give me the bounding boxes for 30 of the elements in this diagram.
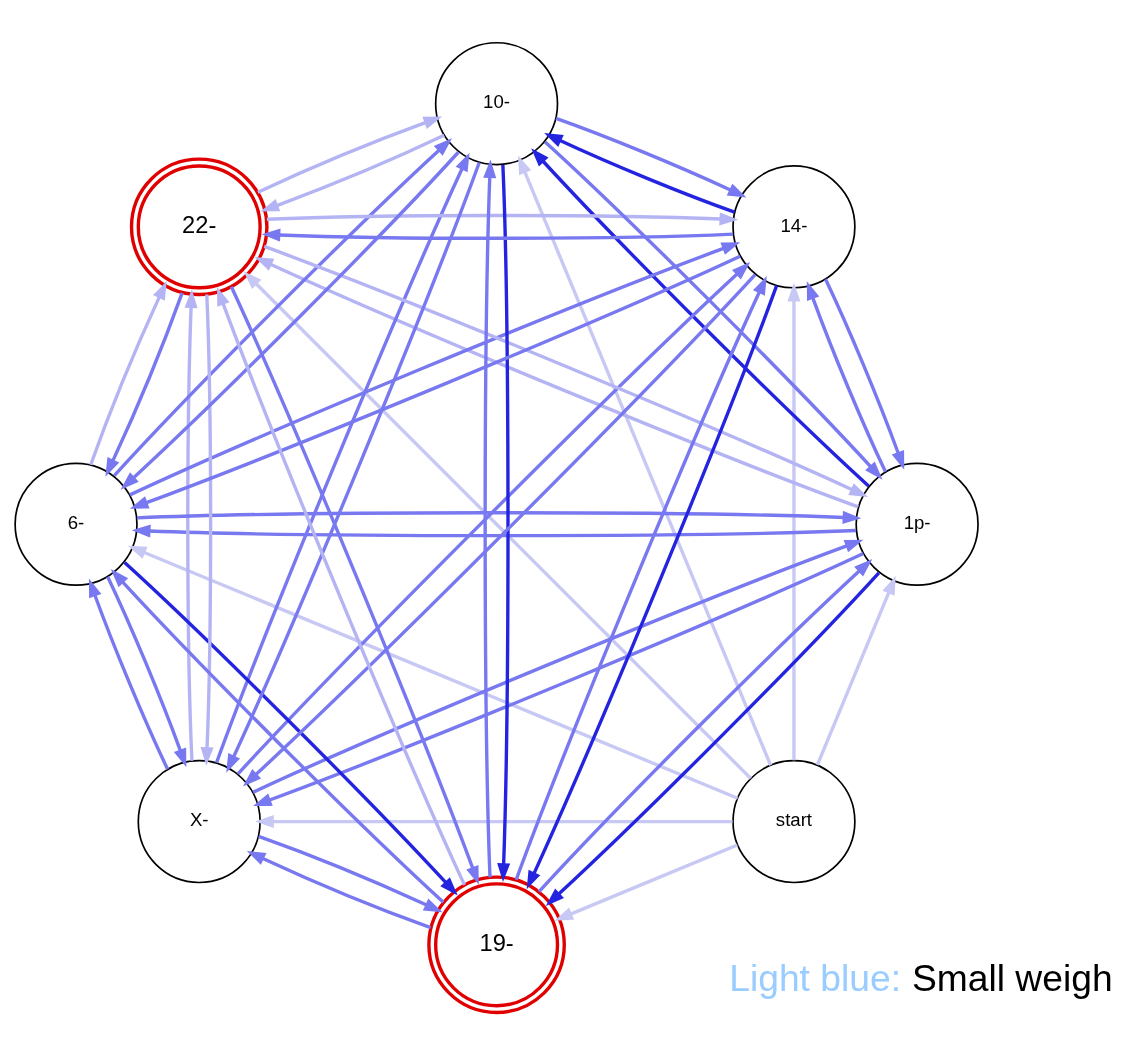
arrow bbox=[246, 850, 432, 929]
arrow bbox=[257, 116, 443, 194]
arrow bbox=[106, 575, 187, 767]
arrow bbox=[200, 293, 214, 766]
arrow bbox=[261, 228, 734, 242]
label: Light blue: bbox=[729, 956, 902, 999]
arrow bbox=[497, 164, 511, 882]
node-circle: start bbox=[732, 759, 856, 883]
arrow bbox=[89, 280, 167, 465]
arrow bbox=[806, 280, 887, 473]
arrow bbox=[518, 155, 773, 766]
node-circle: 22- bbox=[129, 157, 269, 296]
arrow bbox=[554, 843, 738, 921]
arrow bbox=[184, 288, 198, 761]
arrow bbox=[131, 524, 856, 538]
arrow bbox=[260, 133, 445, 212]
arrow bbox=[255, 814, 733, 828]
arrow bbox=[137, 510, 862, 524]
arrow bbox=[127, 545, 739, 800]
arrow bbox=[544, 132, 736, 214]
arrow bbox=[258, 834, 443, 912]
arrow bbox=[88, 578, 170, 770]
arrow bbox=[787, 282, 801, 760]
arrow bbox=[815, 575, 896, 766]
arrow bbox=[824, 278, 905, 470]
arrow bbox=[266, 211, 739, 225]
arrow bbox=[555, 116, 747, 198]
arrow bbox=[483, 158, 497, 877]
arrow bbox=[105, 291, 184, 477]
label: Small weigh bbox=[911, 956, 1113, 999]
